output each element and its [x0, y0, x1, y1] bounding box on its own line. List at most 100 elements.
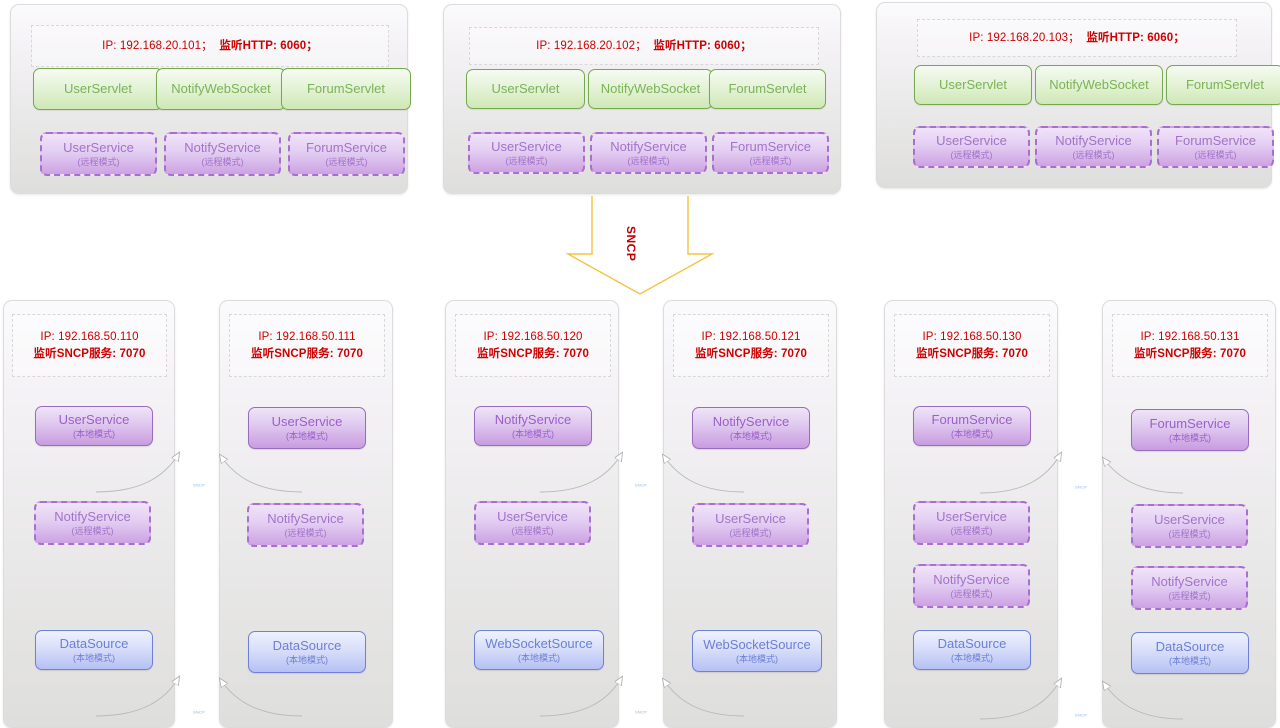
- datasource-mode: (本地模式): [518, 653, 560, 664]
- service-label: ForumService: [1149, 415, 1231, 431]
- service-mode: (远程模式): [1072, 150, 1115, 161]
- sncp-protocol-label: SNCP: [624, 226, 638, 262]
- service-box-remote[interactable]: ForumService (远程模式): [712, 132, 829, 174]
- ip-header-line: IP: 192.168.20.102； 监听HTTP: 6060；: [536, 39, 752, 52]
- service-mode: (本地模式): [512, 429, 554, 440]
- ip-header: IP: 192.168.20.102； 监听HTTP: 6060；: [469, 27, 819, 65]
- datasource-box[interactable]: WebSocketSource (本地模式): [474, 630, 604, 670]
- service-node-panel-111: IP: 192.168.50.111 监听SNCP服务: 7070 UserSe…: [219, 300, 393, 728]
- service-label: NotifyService: [54, 508, 131, 524]
- datasource-box[interactable]: DataSource (本地模式): [913, 630, 1031, 670]
- service-box-remote[interactable]: NotifyService (远程模式): [1131, 566, 1248, 610]
- service-box-local[interactable]: UserService (本地模式): [248, 407, 366, 449]
- servlet-box[interactable]: NotifyWebSocket: [588, 69, 713, 109]
- service-box-remote[interactable]: NotifyService (远程模式): [1035, 126, 1152, 168]
- service-box-local[interactable]: NotifyService (本地模式): [692, 407, 810, 449]
- ip-header-line-2: 监听SNCP服务: 7070: [695, 347, 807, 360]
- service-label: ForumService: [1175, 132, 1256, 148]
- servlet-box[interactable]: ForumServlet: [281, 68, 411, 110]
- service-mode: (远程模式): [950, 526, 993, 537]
- service-mode: (远程模式): [950, 150, 993, 161]
- servlet-box[interactable]: ForumServlet: [709, 69, 826, 109]
- ip-header-line-2: 监听SNCP服务: 7070: [33, 347, 146, 360]
- datasource-label: DataSource: [1155, 638, 1225, 654]
- service-mode: (远程模式): [77, 157, 120, 168]
- service-box-remote[interactable]: UserService (远程模式): [913, 126, 1030, 168]
- service-mode: (远程模式): [1168, 591, 1211, 602]
- servlet-label: NotifyWebSocket: [600, 80, 701, 96]
- service-box-local[interactable]: UserService (本地模式): [35, 406, 153, 446]
- service-label: ForumService: [306, 139, 387, 155]
- ip-header: IP: 192.168.50.111 监听SNCP服务: 7070: [229, 314, 385, 377]
- service-mode: (远程模式): [1168, 529, 1211, 540]
- servlet-box[interactable]: UserServlet: [33, 68, 163, 110]
- service-label: UserService: [936, 508, 1007, 524]
- service-box-remote[interactable]: NotifyService (远程模式): [913, 564, 1030, 608]
- service-label: NotifyService: [1055, 132, 1132, 148]
- ip-header: IP: 192.168.20.103； 监听HTTP: 6060；: [917, 19, 1237, 57]
- servlet-box[interactable]: NotifyWebSocket: [156, 68, 286, 110]
- servlet-label: UserServlet: [491, 80, 560, 96]
- servlet-label: ForumServlet: [728, 80, 807, 96]
- service-box-remote[interactable]: NotifyService (远程模式): [34, 501, 151, 545]
- service-mode: (远程模式): [1194, 150, 1237, 161]
- sncp-arrow-icon: [565, 196, 715, 295]
- service-box-remote[interactable]: UserService (远程模式): [474, 501, 591, 545]
- datasource-label: WebSocketSource: [703, 636, 811, 652]
- ip-header-line: IP: 192.168.20.103； 监听HTTP: 6060；: [969, 31, 1185, 44]
- service-box-remote[interactable]: ForumService (远程模式): [1157, 126, 1274, 168]
- service-box-local[interactable]: ForumService (本地模式): [1131, 409, 1249, 451]
- service-box-remote[interactable]: ForumService (远程模式): [288, 132, 405, 176]
- service-label: UserService: [1154, 511, 1225, 527]
- service-node-panel-110: IP: 192.168.50.110 监听SNCP服务: 7070 UserSe…: [3, 300, 175, 728]
- service-box-remote[interactable]: UserService (远程模式): [913, 501, 1030, 545]
- connector-label: SNCP: [1075, 712, 1087, 718]
- ip-header: IP: 192.168.50.110 监听SNCP服务: 7070: [12, 314, 167, 377]
- service-box-remote[interactable]: UserService (远程模式): [692, 503, 809, 547]
- service-label: UserService: [63, 139, 134, 155]
- service-box-local[interactable]: NotifyService (本地模式): [474, 406, 592, 446]
- datasource-label: DataSource: [937, 635, 1007, 651]
- service-box-remote[interactable]: NotifyService (远程模式): [590, 132, 707, 174]
- service-box-remote[interactable]: UserService (远程模式): [468, 132, 585, 174]
- servlet-box[interactable]: ForumServlet: [1166, 65, 1280, 105]
- ip-header-line-1: IP: 192.168.50.110: [40, 330, 139, 343]
- service-mode: (远程模式): [325, 157, 368, 168]
- ip-header-line: IP: 192.168.20.101； 监听HTTP: 6060；: [102, 39, 318, 52]
- datasource-mode: (本地模式): [736, 654, 778, 665]
- servlet-label: ForumServlet: [306, 80, 386, 96]
- service-mode: (远程模式): [627, 156, 670, 167]
- servlet-box[interactable]: NotifyWebSocket: [1035, 65, 1163, 105]
- service-label: UserService: [936, 132, 1007, 148]
- ip-header-line-2: 监听SNCP服务: 7070: [477, 347, 589, 360]
- servlet-box[interactable]: UserServlet: [466, 69, 585, 109]
- ip-header-line-1: IP: 192.168.50.130: [922, 330, 1022, 343]
- servlet-label: NotifyWebSocket: [1049, 76, 1149, 92]
- datasource-mode: (本地模式): [73, 653, 115, 664]
- service-node-panel-121: IP: 192.168.50.121 监听SNCP服务: 7070 Notify…: [663, 300, 837, 728]
- datasource-label: WebSocketSource: [485, 635, 593, 651]
- ip-header: IP: 192.168.50.120 监听SNCP服务: 7070: [455, 314, 611, 377]
- service-box-local[interactable]: ForumService (本地模式): [913, 406, 1031, 446]
- service-label: UserService: [497, 508, 568, 524]
- service-mode: (本地模式): [1169, 433, 1211, 444]
- service-mode: (本地模式): [730, 431, 772, 442]
- ip-header-line-1: IP: 192.168.50.131: [1140, 330, 1240, 343]
- connector-label: SNCP: [635, 482, 647, 488]
- service-label: UserService: [491, 138, 562, 154]
- ip-header-line-1: IP: 192.168.50.111: [258, 330, 356, 343]
- service-label: NotifyService: [1151, 573, 1228, 589]
- service-box-remote[interactable]: UserService (远程模式): [40, 132, 157, 176]
- service-label: NotifyService: [184, 139, 261, 155]
- service-label: NotifyService: [494, 411, 572, 427]
- datasource-box[interactable]: WebSocketSource (本地模式): [692, 630, 822, 672]
- service-box-remote[interactable]: UserService (远程模式): [1131, 504, 1248, 548]
- datasource-box[interactable]: DataSource (本地模式): [35, 630, 153, 670]
- datasource-box[interactable]: DataSource (本地模式): [248, 631, 366, 673]
- datasource-mode: (本地模式): [1169, 656, 1211, 667]
- service-box-remote[interactable]: NotifyService (远程模式): [164, 132, 281, 176]
- datasource-box[interactable]: DataSource (本地模式): [1131, 632, 1249, 674]
- datasource-label: DataSource: [272, 637, 342, 653]
- servlet-box[interactable]: UserServlet: [914, 65, 1032, 105]
- service-box-remote[interactable]: NotifyService (远程模式): [247, 503, 364, 547]
